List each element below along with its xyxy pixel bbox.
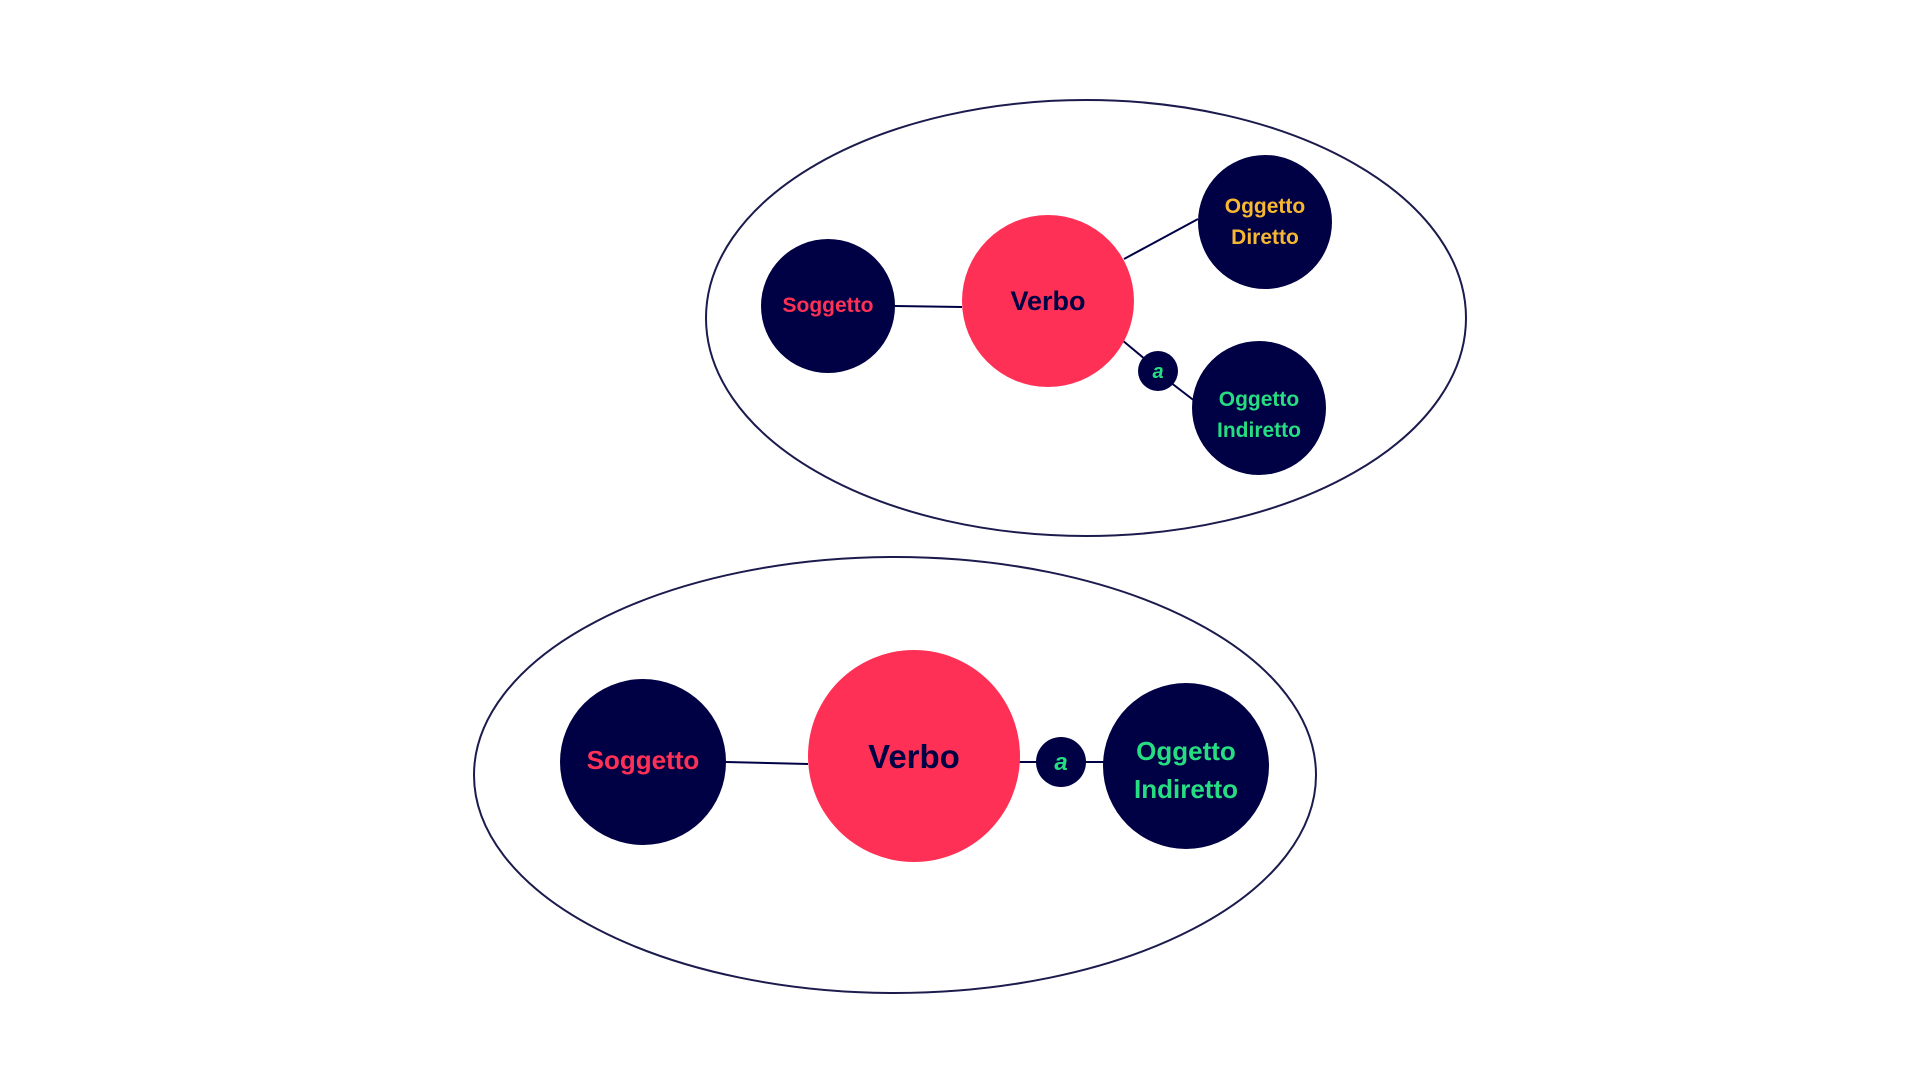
top-soggetto-label: Soggetto bbox=[783, 294, 874, 317]
top-verbo-circle bbox=[962, 215, 1134, 387]
bottom-connector-label: a bbox=[1054, 749, 1067, 776]
top-line-connector-indiretto bbox=[1169, 381, 1197, 403]
top-connector-a: a bbox=[1138, 351, 1178, 391]
bottom-soggetto-label: Soggetto bbox=[587, 745, 700, 775]
bottom-line-soggetto-verbo bbox=[725, 761, 809, 765]
top-diagram-group: Soggetto Verbo Oggetto Diretto a Oggetto… bbox=[705, 99, 1467, 537]
top-soggetto-circle bbox=[761, 239, 895, 373]
top-line-verbo-connector bbox=[1121, 339, 1147, 361]
top-oggetto-diretto-label-line1: Oggetto bbox=[1225, 195, 1305, 218]
top-connector-circle bbox=[1138, 351, 1178, 391]
top-oggetto-diretto-circle bbox=[1198, 155, 1332, 289]
bottom-oggetto-indiretto-label-line2: Indiretto bbox=[1134, 774, 1238, 804]
top-node-soggetto: Soggetto bbox=[761, 239, 895, 373]
top-verbo-label: Verbo bbox=[1010, 286, 1085, 316]
bottom-oggetto-indiretto-label-line1: Oggetto bbox=[1136, 736, 1236, 766]
top-oggetto-indiretto-label-line1: Oggetto bbox=[1219, 388, 1299, 411]
top-oggetto-indiretto-label-line2: Indiretto bbox=[1217, 419, 1301, 442]
top-oggetto-diretto-label-line2: Diretto bbox=[1231, 226, 1299, 249]
top-node-oggetto-diretto: Oggetto Diretto bbox=[1198, 155, 1332, 289]
bottom-verbo-circle bbox=[808, 650, 1020, 862]
top-oggetto-indiretto-circle bbox=[1192, 341, 1326, 475]
bottom-node-oggetto-indiretto: Oggetto Indiretto bbox=[1103, 683, 1269, 849]
bottom-node-soggetto: Soggetto bbox=[560, 679, 726, 845]
bottom-connector-circle bbox=[1036, 737, 1086, 787]
top-node-oggetto-indiretto: Oggetto Indiretto bbox=[1192, 341, 1326, 475]
top-line-soggetto-verbo bbox=[894, 305, 963, 308]
bottom-node-verbo: Verbo bbox=[808, 650, 1020, 862]
top-connector-label: a bbox=[1152, 361, 1163, 383]
bottom-soggetto-circle bbox=[560, 679, 726, 845]
top-line-verbo-diretto bbox=[1123, 218, 1199, 260]
bottom-verbo-label: Verbo bbox=[868, 738, 960, 775]
bottom-diagram-outline bbox=[473, 556, 1317, 994]
bottom-diagram-group: Soggetto Verbo a Oggetto Indiretto bbox=[473, 556, 1317, 994]
bottom-oggetto-indiretto-circle bbox=[1103, 683, 1269, 849]
bottom-connector-a: a bbox=[1036, 737, 1086, 787]
top-node-verbo: Verbo bbox=[962, 215, 1134, 387]
top-diagram-outline bbox=[705, 99, 1467, 537]
